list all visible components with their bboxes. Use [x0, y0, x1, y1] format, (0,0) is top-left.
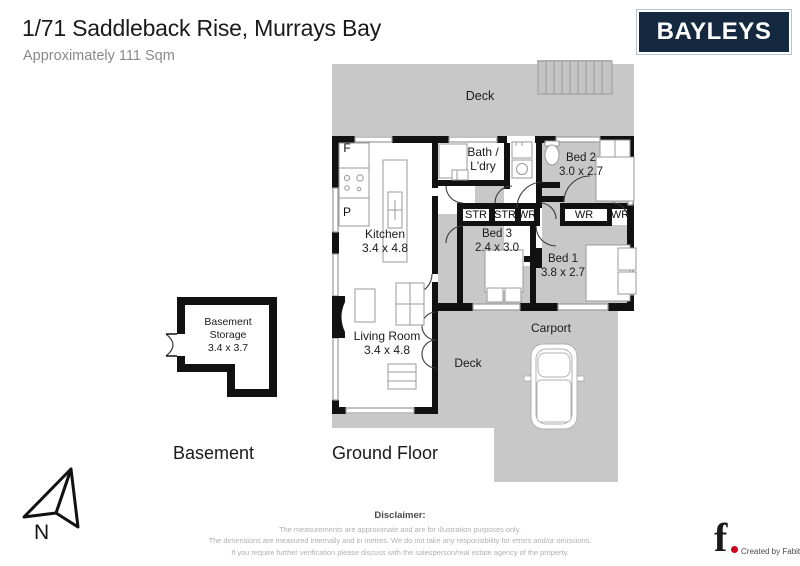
label-basement-line1: Basement	[204, 316, 251, 328]
disclaimer-line-2: The dimensions are measured internally a…	[208, 536, 592, 545]
label-bed3-name: Bed 3	[482, 228, 512, 240]
label-living-name: Living Room	[354, 329, 421, 343]
ground-floor-section-caption: Ground Floor	[332, 443, 439, 463]
bathroom-fixtures	[438, 140, 560, 181]
label-bath-line1: Bath /	[467, 145, 499, 159]
label-bath-line2: L'dry	[470, 159, 496, 173]
fabit-credit-text: Created by Fabit	[741, 547, 800, 556]
label-bed2-dims: 3.0 x 2.7	[559, 166, 603, 178]
disclaimer-line-1: The measurements are approximate and are…	[279, 524, 521, 534]
label-deck-side: Deck	[454, 356, 482, 370]
label-carport: Carport	[531, 321, 572, 335]
basement-section-caption: Basement	[173, 443, 255, 463]
label-wardrobe-2: WR	[575, 209, 593, 221]
page-subtitle: Approximately 111 Sqm	[23, 48, 175, 64]
bayleys-logo: BAYLEYS	[637, 10, 791, 54]
label-deck-top: Deck	[466, 89, 495, 103]
bayleys-logo-text: BAYLEYS	[656, 18, 772, 45]
page-title: 1/71 Saddleback Rise, Murrays Bay	[22, 15, 382, 41]
fabit-logo-dot	[731, 546, 738, 553]
basement-walls	[165, 297, 277, 397]
label-fridge: F	[343, 141, 350, 155]
label-pantry: P	[343, 205, 351, 219]
label-bed3-dims: 2.4 x 3.0	[475, 242, 519, 254]
label-bed1-dims: 3.8 x 2.7	[541, 267, 585, 279]
label-storage-2: STR	[494, 209, 516, 221]
label-storage-1: STR	[465, 209, 487, 221]
label-kitchen-dims: 3.4 x 4.8	[362, 241, 408, 255]
disclaimer: Disclaimer: The measurements are approxi…	[0, 510, 800, 558]
fabit-credit: f Created by Fabit	[714, 515, 800, 560]
label-bed2-name: Bed 2	[566, 152, 596, 164]
living-furniture	[354, 282, 425, 390]
label-basement-dims: 3.4 x 3.7	[208, 342, 248, 354]
fabit-logo-mark: f	[714, 515, 728, 560]
windows	[332, 136, 634, 414]
label-living-dims: 3.4 x 4.8	[364, 343, 410, 357]
car-outline	[523, 343, 585, 430]
label-bed1-name: Bed 1	[548, 253, 578, 265]
north-arrow-icon	[22, 467, 80, 529]
room-labels: Deck Deck Carport Kitchen 3.4 x 4.8 Livi…	[204, 89, 603, 370]
front-door	[332, 296, 345, 338]
deck-stairs	[537, 60, 613, 95]
disclaimer-title: Disclaimer:	[374, 510, 426, 521]
door-swings	[411, 159, 629, 369]
north-label: N	[34, 521, 50, 544]
bed-furniture	[484, 139, 637, 303]
label-wardrobe-3: WR	[611, 209, 629, 221]
fixture-labels: F P STR STR WR WR WR	[343, 141, 629, 221]
disclaimer-line-3: If you require further verification plea…	[231, 547, 569, 557]
kitchen-fixtures	[338, 142, 408, 263]
label-kitchen-name: Kitchen	[365, 227, 405, 241]
label-wardrobe-1: WR	[518, 209, 536, 221]
label-basement-line2: Storage	[210, 329, 247, 341]
